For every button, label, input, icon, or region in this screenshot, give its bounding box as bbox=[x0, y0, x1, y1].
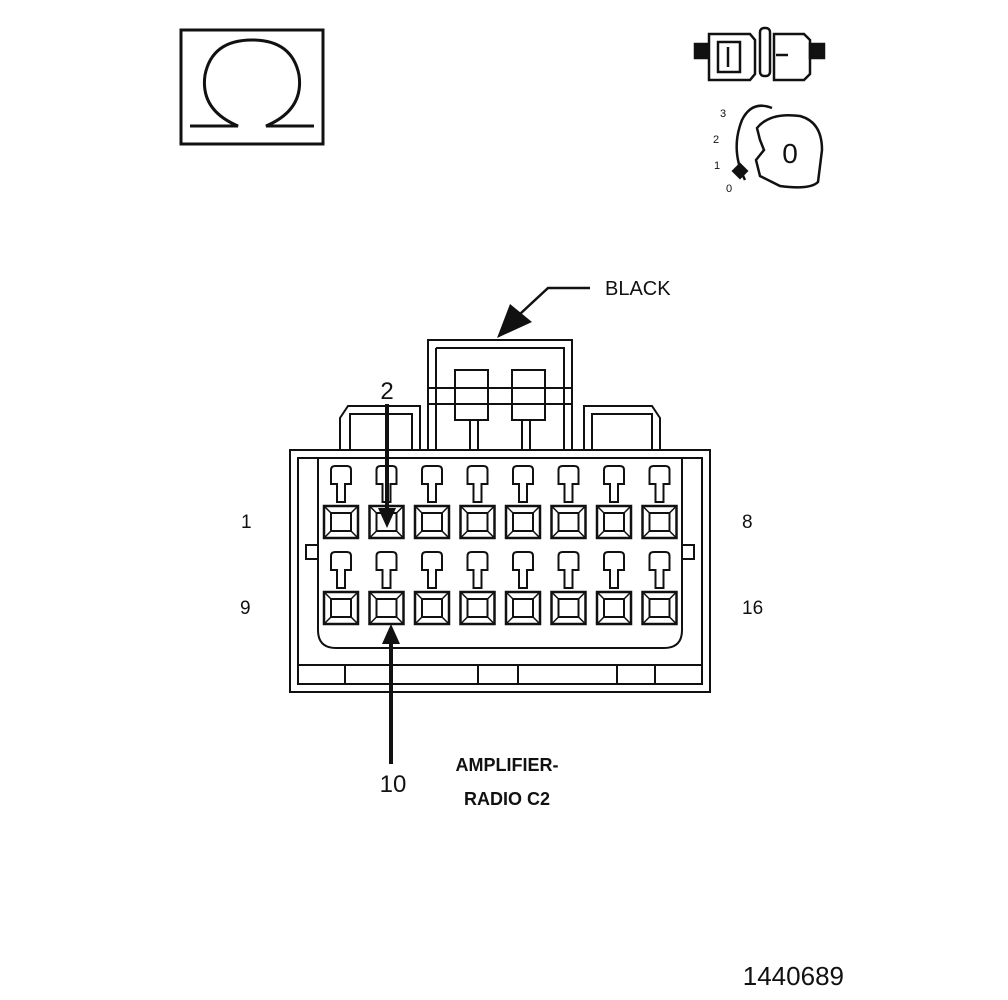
connector-pin bbox=[459, 551, 496, 626]
connector-pin bbox=[504, 465, 542, 540]
connector-name-line2: RADIO C2 bbox=[464, 789, 550, 809]
row1-end-label: 8 bbox=[742, 512, 753, 533]
connector-pin bbox=[550, 551, 587, 626]
connector-pin bbox=[322, 551, 360, 626]
connector-pin bbox=[413, 465, 451, 540]
connector-disconnected-icon bbox=[693, 26, 826, 82]
ignition-position-0: 0 bbox=[726, 183, 732, 195]
row2-start-label: 9 bbox=[240, 598, 251, 619]
connector-pin bbox=[459, 465, 496, 540]
ohm-symbol-box bbox=[179, 28, 325, 146]
connector-housing bbox=[289, 339, 711, 693]
color-callout: BLACK bbox=[497, 278, 671, 338]
connector-name-line1: AMPLIFIER- bbox=[456, 755, 559, 775]
pin-callout-10: 10 bbox=[380, 624, 407, 798]
ignition-position-1: 1 bbox=[714, 160, 720, 172]
connector-pin bbox=[322, 465, 360, 540]
connector-pin bbox=[413, 551, 451, 626]
connector-pin bbox=[504, 551, 542, 626]
row1-start-label: 1 bbox=[241, 512, 252, 533]
connector-pin bbox=[595, 551, 633, 626]
connector-pin bbox=[595, 465, 633, 540]
row2-end-label: 16 bbox=[742, 598, 763, 619]
ignition-position-3: 3 bbox=[720, 108, 726, 120]
callout-bottom-label: 10 bbox=[380, 771, 407, 798]
connector-color-label: BLACK bbox=[605, 278, 671, 300]
ohm-icon bbox=[190, 38, 314, 128]
connector-pin bbox=[641, 465, 678, 540]
ignition-key-icon: 0 3 2 1 0 bbox=[713, 104, 824, 195]
figure-id: 1440689 bbox=[743, 961, 844, 991]
pin-callout-2: 2 bbox=[378, 378, 396, 528]
ignition-position-2: 2 bbox=[713, 134, 719, 146]
connector-pin bbox=[368, 551, 405, 626]
connector-pin bbox=[641, 551, 678, 626]
connector-pin bbox=[550, 465, 587, 540]
ignition-key-label: 0 bbox=[782, 138, 798, 169]
callout-top-label: 2 bbox=[380, 378, 393, 405]
connector-pins bbox=[322, 465, 678, 626]
